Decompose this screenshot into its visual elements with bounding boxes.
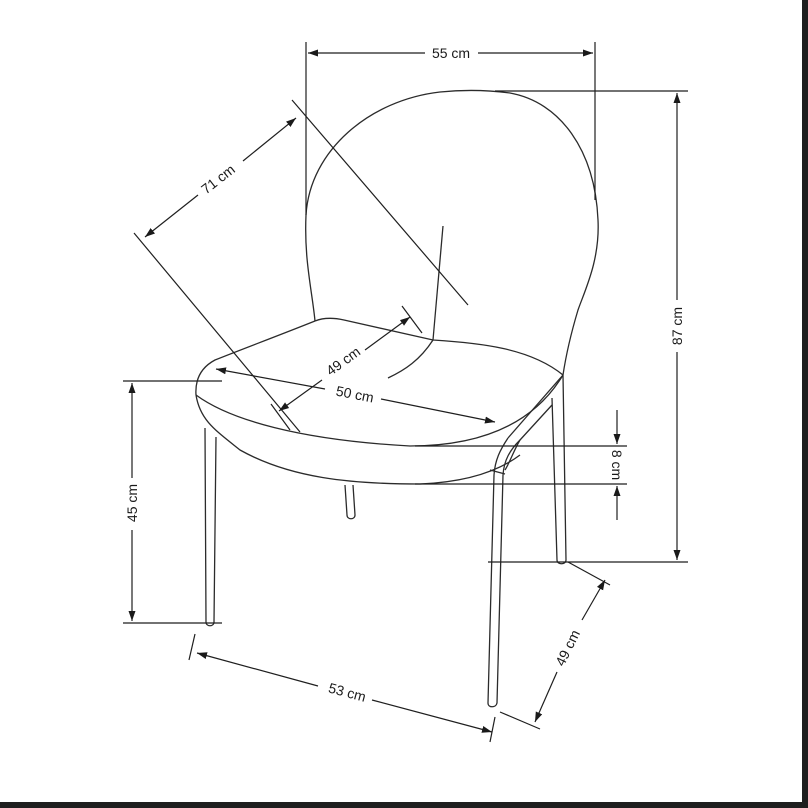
dimension-label: 49 cm — [552, 627, 583, 668]
dimension-seat-width: 50 cm — [215, 367, 496, 424]
dimension-label: 55 cm — [432, 45, 470, 61]
chair-seat — [195, 317, 564, 485]
dimension-seat-height: 45 cm — [123, 380, 222, 624]
dimension-base-width: 53 cm — [188, 633, 496, 743]
chair-backrest — [305, 89, 599, 379]
dimension-seat-thickness: 8 cm — [415, 410, 627, 520]
dimension-label: 45 cm — [124, 484, 140, 522]
dimension-seat-depth: 49 cm — [270, 305, 423, 431]
dimension-overall-width: 55 cm — [305, 42, 596, 215]
dimension-backrest-diagonal: 71 cm — [133, 99, 469, 433]
dimension-overall-height: 87 cm — [488, 90, 688, 563]
dimension-label: 71 cm — [198, 161, 238, 197]
dimension-label: 49 cm — [323, 343, 363, 378]
dimension-base-depth: 49 cm — [499, 561, 611, 730]
dimension-label: 50 cm — [335, 383, 375, 406]
chair-legs — [204, 374, 567, 708]
dimension-label: 8 cm — [609, 450, 625, 480]
dimension-label: 53 cm — [327, 680, 368, 705]
dimension-label: 87 cm — [669, 307, 685, 345]
